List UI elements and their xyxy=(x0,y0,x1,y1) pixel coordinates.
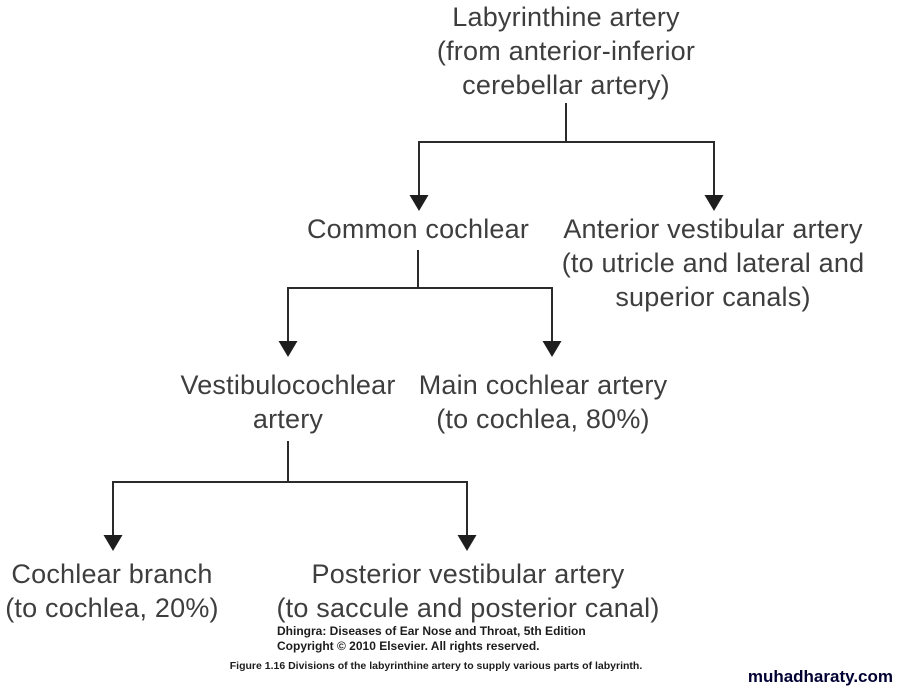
node-line: Cochlear branch xyxy=(11,559,213,589)
arrowhead-main-cochlear xyxy=(542,341,562,357)
arrowhead-posterior-vestibular xyxy=(457,535,477,551)
node-line: superior canals) xyxy=(615,282,811,312)
node-posterior-vestibular-artery: Posterior vestibular artery (to saccule … xyxy=(276,557,659,625)
arrowhead-anterior-vestibular xyxy=(704,195,724,211)
node-line: Vestibulocochlear xyxy=(180,370,396,400)
source-attribution: Dhingra: Diseases of Ear Nose and Throat… xyxy=(277,624,586,654)
attribution-copyright-line: Copyright © 2010 Elsevier. All rights re… xyxy=(277,639,540,653)
arrowhead-vestibulocochlear xyxy=(278,341,298,357)
node-line: (to cochlea, 20%) xyxy=(5,593,219,623)
attribution-source-line: Dhingra: Diseases of Ear Nose and Throat… xyxy=(277,624,586,638)
arrowhead-cochlear-branch xyxy=(103,535,123,551)
node-line: (to saccule and posterior canal) xyxy=(276,593,660,623)
node-line: Posterior vestibular artery xyxy=(311,559,625,589)
node-labyrinthine-artery: Labyrinthine artery (from anterior-infer… xyxy=(437,0,695,102)
node-line: Labyrinthine artery xyxy=(452,2,680,32)
node-line: cerebellar artery) xyxy=(462,70,670,100)
watermark-text: muhadharaty.com xyxy=(747,667,893,686)
node-line: (to utricle and lateral and xyxy=(561,248,865,278)
node-line: (to cochlea, 80%) xyxy=(436,404,650,434)
node-vestibulocochlear-artery: Vestibulocochlear artery xyxy=(180,368,395,436)
node-line: artery xyxy=(252,404,324,434)
arrowhead-common-cochlear xyxy=(409,195,429,211)
node-main-cochlear-artery: Main cochlear artery (to cochlea, 80%) xyxy=(419,368,668,436)
node-common-cochlear: Common cochlear xyxy=(307,212,529,246)
figure-caption: Figure 1.16 Divisions of the labyrinthin… xyxy=(229,660,643,672)
node-cochlear-branch: Cochlear branch (to cochlea, 20%) xyxy=(5,557,219,625)
node-line: (from anterior-inferior xyxy=(436,36,696,66)
node-line: Anterior vestibular artery xyxy=(563,214,863,244)
node-anterior-vestibular-artery: Anterior vestibular artery (to utricle a… xyxy=(562,212,865,314)
node-line: Common cochlear xyxy=(306,214,530,244)
node-line: Main cochlear artery xyxy=(418,370,668,400)
